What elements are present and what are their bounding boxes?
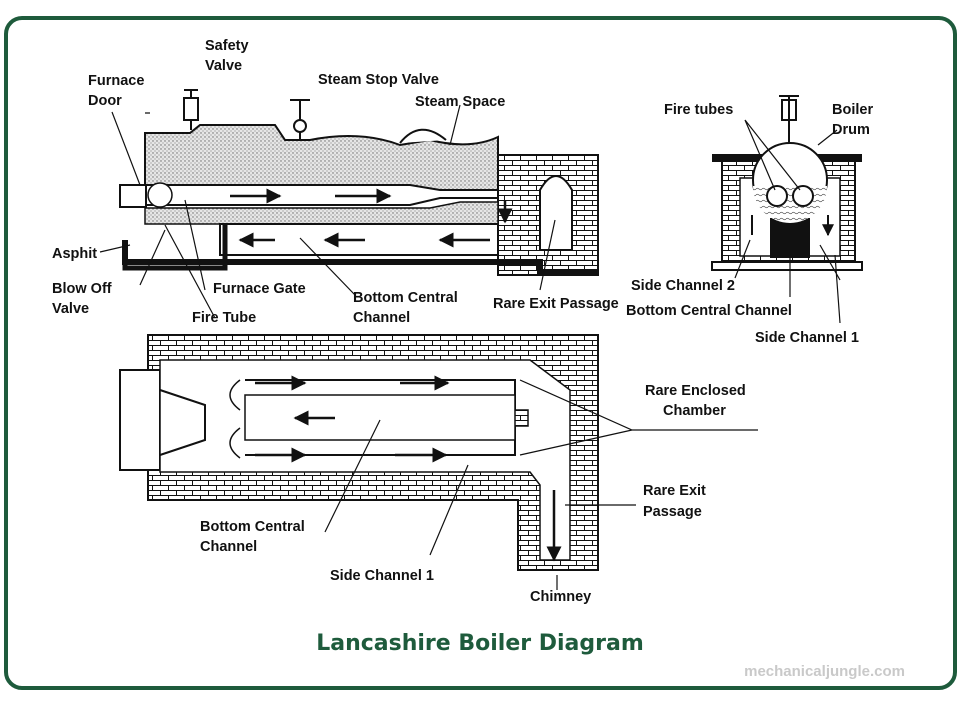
plan-central-channel bbox=[244, 394, 516, 441]
end-base-slab bbox=[711, 261, 863, 271]
end-view bbox=[711, 95, 863, 324]
label-plan-rare-exit-1: Rare Exit bbox=[643, 483, 706, 499]
end-valve-stem bbox=[779, 95, 799, 143]
label-fire-tube: Fire Tube bbox=[192, 310, 256, 326]
diagram-title: Lancashire Boiler Diagram bbox=[316, 631, 644, 656]
fire-tube-flue bbox=[144, 184, 499, 206]
furnace-door-box bbox=[119, 184, 147, 208]
label-boiler-2: Drum bbox=[832, 122, 870, 138]
end-flow-arrow bbox=[751, 215, 828, 235]
label-asphit: Asphit bbox=[52, 246, 97, 262]
label-end-bottom-central: Bottom Central Channel bbox=[626, 303, 792, 319]
label-plan-rare-exit-2: Passage bbox=[643, 504, 702, 520]
label-rare-enclosed-2: Chamber bbox=[663, 403, 726, 419]
label-plan-bottom-central-2: Channel bbox=[200, 539, 257, 555]
steam-dome bbox=[399, 128, 447, 144]
label-steam-stop-valve: Steam Stop Valve bbox=[318, 72, 439, 88]
watermark: mechanicaljungle.com bbox=[744, 663, 905, 680]
label-side-bottom-central-2: Channel bbox=[353, 310, 410, 326]
label-steam-space: Steam Space bbox=[415, 94, 505, 110]
furnace-grate bbox=[147, 182, 173, 208]
label-side-channel-2: Side Channel 2 bbox=[631, 278, 735, 294]
plan-furnace-mouth bbox=[159, 389, 206, 456]
side-view bbox=[99, 89, 599, 319]
water-below-flue bbox=[144, 201, 499, 225]
label-furnace-door-1: Furnace bbox=[88, 73, 144, 89]
steam-stop-valve-body bbox=[293, 119, 307, 133]
label-side-rare-exit: Rare Exit Passage bbox=[493, 296, 619, 312]
label-boiler-1: Boiler bbox=[832, 102, 873, 118]
fire-tube-left bbox=[766, 185, 788, 207]
label-blow-off-2: Valve bbox=[52, 301, 89, 317]
label-end-side-channel-1: Side Channel 1 bbox=[755, 330, 859, 346]
ash-pit-wall bbox=[122, 224, 228, 271]
plan-view bbox=[119, 334, 758, 590]
label-safety-valve-2: Valve bbox=[205, 58, 242, 74]
label-rare-enclosed-1: Rare Enclosed bbox=[645, 383, 746, 399]
plan-front-block bbox=[119, 369, 161, 471]
label-furnace-gate: Furnace Gate bbox=[213, 281, 306, 297]
label-chimney: Chimney bbox=[530, 589, 591, 605]
end-central-wall bbox=[770, 218, 810, 258]
end-leader-lines bbox=[734, 119, 841, 324]
safety-valve-body bbox=[183, 97, 199, 121]
label-blow-off-1: Blow Off bbox=[52, 281, 112, 297]
labels: Safety Valve Furnace Door Steam Stop Val… bbox=[52, 38, 905, 680]
boiler-shell bbox=[144, 124, 499, 191]
label-furnace-door-2: Door bbox=[88, 93, 122, 109]
plan-turn-curves bbox=[229, 379, 241, 459]
plan-leader-lines bbox=[324, 379, 758, 590]
label-safety-valve-1: Safety bbox=[205, 38, 249, 54]
label-fire-tubes: Fire tubes bbox=[664, 102, 733, 118]
side-leader-lines bbox=[99, 104, 556, 319]
steam-stop-valve-stem bbox=[290, 99, 310, 140]
rare-exit-arch bbox=[539, 175, 573, 251]
label-side-bottom-central-1: Bottom Central bbox=[353, 290, 458, 306]
label-plan-side-channel-1: Side Channel 1 bbox=[330, 568, 434, 584]
safety-valve-stem bbox=[184, 89, 198, 130]
label-plan-bottom-central-1: Bottom Central bbox=[200, 519, 305, 535]
fire-tube-right bbox=[792, 185, 814, 207]
